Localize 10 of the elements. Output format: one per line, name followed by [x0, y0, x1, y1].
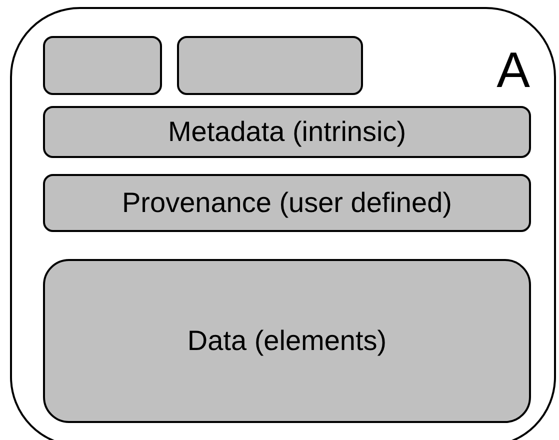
- container-box: [10, 7, 556, 440]
- label-box: [43, 174, 531, 232]
- empty-box: [177, 36, 363, 95]
- container-heading: A: [496, 45, 530, 95]
- box-label: Data (elements): [187, 327, 387, 355]
- label-box: [43, 259, 531, 423]
- box-label: Metadata (intrinsic): [168, 118, 406, 146]
- empty-box: [43, 36, 162, 95]
- label-box: [43, 106, 531, 158]
- box-label: Provenance (user defined): [122, 189, 452, 217]
